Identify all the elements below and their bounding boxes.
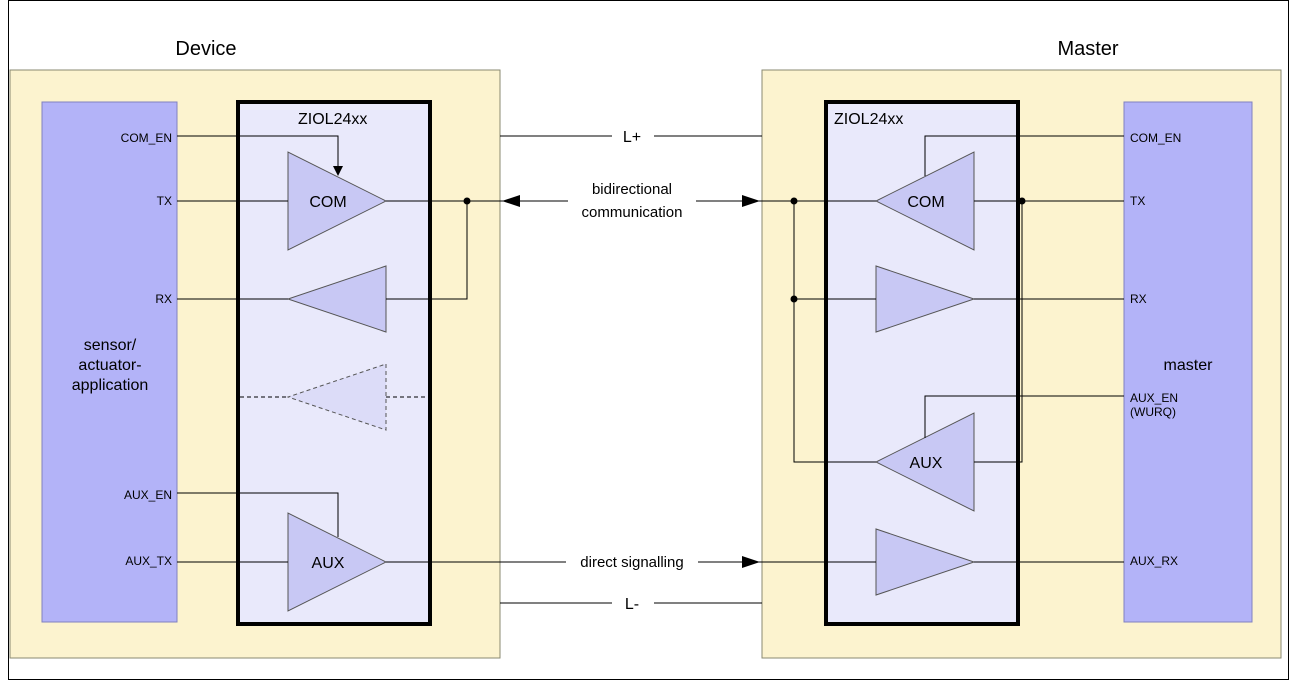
diagram-frame (8, 0, 1289, 680)
device-pin-aux-tx: AUX_TX (125, 554, 172, 568)
device-pin-rx: RX (155, 292, 172, 306)
device-com-enable-arrow (333, 166, 343, 176)
device-app-label-3: application (72, 377, 149, 394)
master-pin-tx: TX (1130, 194, 1145, 208)
direct-signalling-label: direct signalling (580, 554, 683, 571)
master-com-label: COM (907, 194, 944, 211)
direct-arrow-right (742, 556, 760, 568)
device-aux-label: AUX (312, 555, 345, 572)
master-pin-com-en: COM_EN (1130, 131, 1181, 145)
master-rx-junction (790, 295, 798, 303)
bidir-arrow-right (742, 195, 760, 207)
device-wiring (177, 135, 500, 563)
master-application-block (1123, 101, 1253, 623)
device-app-label-2: actuator- (78, 357, 141, 374)
interconnect-wiring (500, 135, 762, 604)
master-tx-junction-right (1018, 197, 1026, 205)
bidir-label-2: communication (582, 204, 683, 221)
master-wiring (762, 135, 1124, 563)
bidir-label-1: bidirectional (592, 181, 672, 198)
lplus-label: L+ (623, 129, 641, 146)
master-title: Master (1057, 38, 1118, 60)
device-title: Device (175, 38, 236, 60)
master-tx-junction-left (790, 197, 798, 205)
master-app-label: master (1164, 357, 1214, 374)
master-aux-label: AUX (910, 455, 943, 472)
device-chip-label: ZIOL24xx (298, 111, 367, 128)
device-app-label-1: sensor/ (84, 337, 137, 354)
master-pin-aux-en: AUX_EN (1130, 391, 1178, 405)
bidir-arrow-left (502, 195, 520, 207)
master-pin-wurq: (WURQ) (1130, 405, 1176, 419)
device-optional-amplifier (286, 363, 387, 431)
lminus-label: L- (625, 596, 639, 613)
device-tx-junction (463, 197, 471, 205)
device-com-label: COM (309, 194, 346, 211)
device-application-block (41, 101, 178, 623)
master-chip-label: ZIOL24xx (834, 111, 903, 128)
master-pin-rx: RX (1130, 292, 1147, 306)
master-pin-aux-rx: AUX_RX (1130, 554, 1178, 568)
device-pin-aux-en: AUX_EN (124, 488, 172, 502)
device-pin-tx: TX (157, 194, 172, 208)
device-pin-com-en: COM_EN (121, 131, 172, 145)
